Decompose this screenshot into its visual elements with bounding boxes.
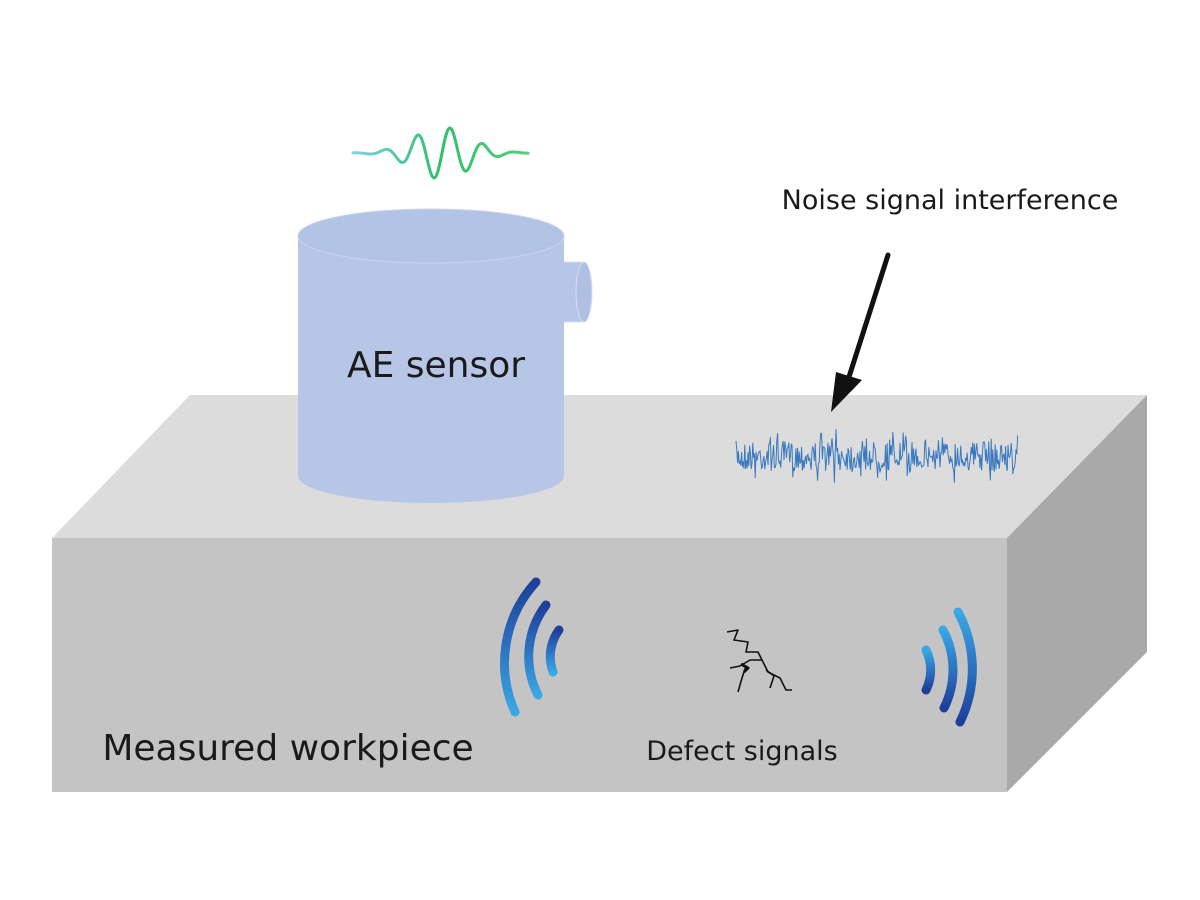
signal-arcs-right-icon [921, 607, 977, 727]
sensor-top [297, 208, 565, 264]
noise-arrow [831, 252, 891, 412]
defect-label: Defect signals [646, 736, 837, 767]
ae-sensor [297, 208, 593, 503]
sensor-body [298, 236, 564, 503]
workpiece-side-face [1007, 395, 1147, 792]
noise-waveform-icon [735, 429, 1019, 483]
workpiece-label: Measured workpiece [102, 728, 473, 769]
signal-arcs-left-icon [500, 577, 564, 717]
noise-label: Noise signal interference [782, 185, 1119, 216]
sensor-connector-cap [575, 261, 593, 323]
sine-burst-icon [351, 126, 530, 180]
workpiece-top-face [52, 395, 1147, 538]
crack-icon [726, 629, 792, 693]
sensor-label: AE sensor [347, 345, 525, 386]
